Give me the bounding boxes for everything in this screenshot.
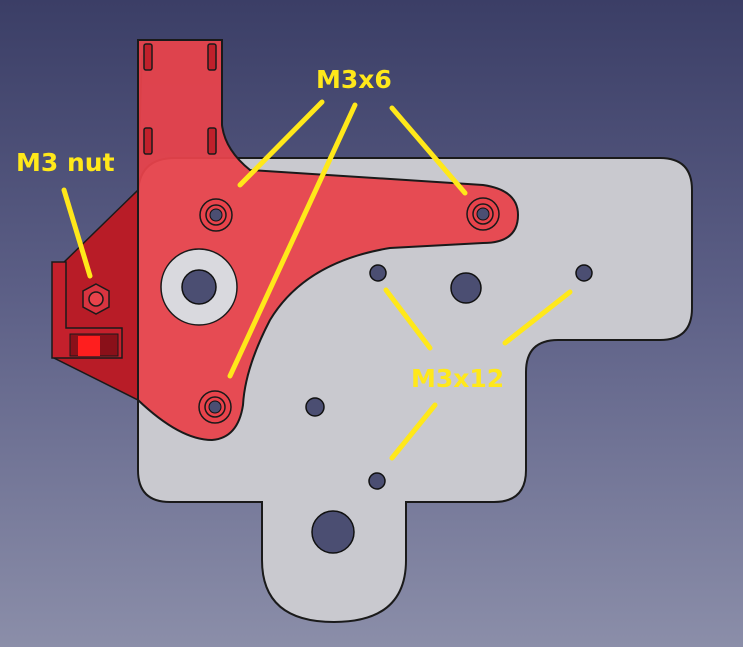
m3x6-leader-bottom	[227, 102, 358, 379]
m3-nut-hole	[88, 291, 104, 307]
callout-lines	[61, 99, 573, 461]
top-tab-slots	[143, 43, 217, 155]
large-hole-bottom	[311, 510, 355, 554]
large-hole-center	[450, 272, 482, 304]
m3x6-leader-left	[237, 99, 325, 188]
m3x6-leader-right	[389, 105, 468, 196]
plate-holes	[305, 264, 593, 554]
bracket-body	[137, 39, 520, 442]
m3x12-leader-top-left	[383, 287, 433, 351]
nut-trap	[51, 261, 123, 359]
label-m3x6: M3x6	[316, 65, 392, 94]
m3x6-hole-right	[466, 197, 500, 231]
label-m3x12: M3x12	[411, 364, 504, 393]
m3x6-hole-left	[199, 198, 233, 232]
bracket-boss	[160, 248, 238, 326]
label-m3-nut: M3 nut	[16, 148, 115, 177]
m3x12-leader-top-right	[502, 289, 573, 346]
m3x12-hole-top-left	[369, 264, 387, 282]
m3x12-hole-top-right	[575, 264, 593, 282]
m3-nut-leader	[61, 187, 93, 279]
m3x12-leader-bottom	[389, 402, 438, 461]
m3x6-holes	[198, 197, 500, 424]
m3x6-hole-bottom	[198, 390, 232, 424]
small-hole-left	[305, 397, 325, 417]
m3x12-hole-bottom	[368, 472, 386, 490]
nut-trap-highlight	[78, 336, 100, 356]
